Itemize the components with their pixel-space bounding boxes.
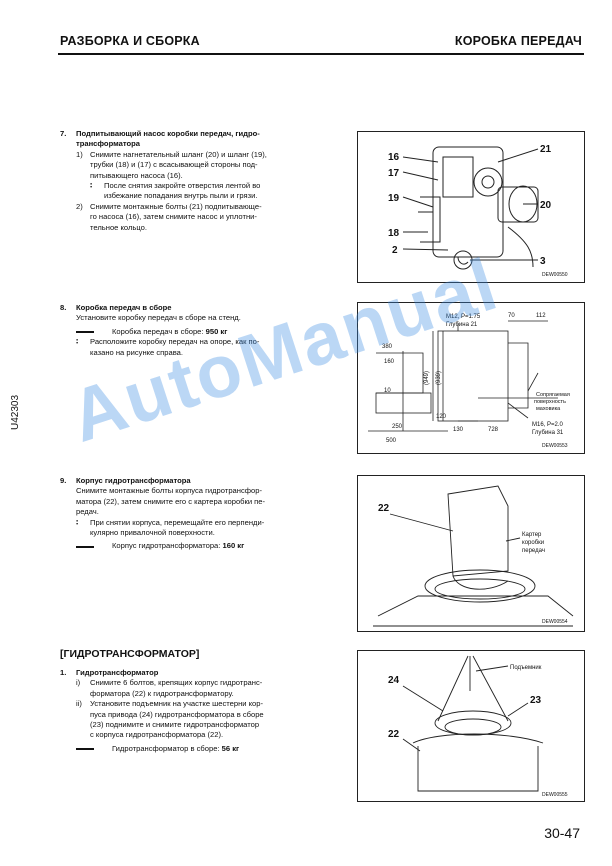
step-title: Коробка передач в сборе	[76, 303, 172, 312]
step-8: 8.Коробка передач в сборе Установите кор…	[60, 303, 312, 358]
weight-spec: Гидротрансформатор в сборе: 56 кг	[60, 744, 312, 754]
svg-text:Сопрягаемая: Сопрягаемая	[536, 392, 570, 398]
page-number: 30-47	[544, 825, 580, 841]
callout-3: 3	[540, 256, 546, 267]
figure-converter-lift: Подъемник 24 23 22 DEW00555	[357, 650, 585, 802]
svg-text:380: 380	[382, 344, 393, 350]
svg-text:Глубина 31: Глубина 31	[532, 430, 564, 436]
hoist-label: Подъемник	[510, 665, 542, 671]
section-heading: [ГИДРОТРАНСФОРМАТОР]	[60, 648, 200, 660]
svg-text:70: 70	[508, 313, 515, 319]
svg-text:500: 500	[386, 438, 397, 444]
side-code: U42303	[10, 394, 21, 430]
svg-text:поверхность: поверхность	[534, 399, 566, 405]
callout-21: 21	[540, 144, 552, 155]
svg-text:130: 130	[453, 427, 464, 433]
note: ∶ При снятии корпуса, перемещайте его пе…	[76, 517, 265, 538]
svg-text:M12, P=1.75: M12, P=1.75	[446, 314, 481, 320]
step-title-cont: трансформатора	[76, 139, 140, 149]
svg-text:(939): (939)	[436, 371, 442, 385]
weight-icon	[76, 543, 112, 551]
callout-22: 22	[378, 503, 390, 514]
svg-text:10: 10	[384, 388, 391, 394]
svg-text:коробки: коробки	[522, 540, 544, 546]
figure-code: DEW00554	[542, 619, 568, 625]
step-title: Гидротрансформатор	[76, 668, 159, 677]
figure-converter-case: 22 Картер коробки передач DEW00554	[357, 475, 585, 632]
callout-16: 16	[388, 152, 400, 163]
callout-2: 2	[392, 245, 398, 256]
figure-code: DEW00550	[542, 272, 568, 278]
svg-text:728: 728	[488, 427, 499, 433]
step-7: 7. Подпитывающий насос коробки передач, г…	[60, 129, 312, 233]
svg-text:Картер: Картер	[522, 532, 542, 538]
weight-icon	[76, 328, 112, 336]
weight-icon	[76, 745, 112, 753]
step-number: 7.	[60, 129, 67, 138]
svg-text:250: 250	[392, 424, 403, 430]
figure-transmission-stand: M12, P=1.75 Глубина 21 70 112 380 160 (9…	[357, 302, 585, 454]
callout-18: 18	[388, 228, 400, 239]
lift-illustration: Подъемник 24 23 22 DEW00555	[388, 655, 568, 798]
substep-1: 1) Снимите нагнетательный шланг (20) и ш…	[76, 149, 267, 180]
svg-text:M16, P=2.0: M16, P=2.0	[532, 422, 564, 428]
svg-text:Глубина 21: Глубина 21	[446, 322, 478, 328]
figure-charge-pump: 16 17 19 18 2 21 20 3 DEW00550	[357, 131, 585, 283]
substep-i: i) Снимите 6 болтов, крепящих корпус гид…	[76, 678, 263, 698]
header-chapter-title: КОРОБКА ПЕРЕДАЧ	[454, 34, 582, 48]
callout-20: 20	[540, 200, 552, 211]
pump-illustration: 16 17 19 18 2 21 20 3 DEW00550	[388, 144, 568, 278]
callout-22: 22	[388, 729, 400, 740]
svg-text:(949): (949)	[424, 371, 430, 385]
header-rule	[58, 53, 584, 55]
step-title: Подпитывающий насос коробки передач, гид…	[76, 129, 260, 138]
svg-text:передач: передач	[522, 548, 545, 554]
weight-spec: Корпус гидротрансформатора: 160 кг	[60, 541, 312, 551]
figure-code: DEW00555	[542, 792, 568, 798]
callout-19: 19	[388, 193, 400, 204]
step-title: Корпус гидротрансформатора	[76, 476, 191, 485]
svg-text:маховика: маховика	[536, 406, 561, 412]
svg-text:112: 112	[536, 313, 546, 319]
case-removal-illustration: 22 Картер коробки передач DEW00554	[373, 485, 574, 627]
substep-ii: ii) Установите подъемник на участке шест…	[76, 699, 264, 740]
svg-text:120: 120	[436, 414, 447, 420]
step-text: Установите коробку передач в сборе на ст…	[76, 313, 241, 323]
substep-2: 2) Снимите монтажные болты (21) подпитыв…	[76, 201, 262, 232]
stand-dimension-drawing: M12, P=1.75 Глубина 21 70 112 380 160 (9…	[368, 313, 570, 449]
header-section-title: РАЗБОРКА И СБОРКА	[60, 34, 200, 48]
weight-spec: Коробка передач в сборе: 950 кг	[60, 327, 312, 337]
note: ∶ После снятия закройте отверстия лентой…	[90, 181, 261, 201]
callout-23: 23	[530, 695, 542, 706]
callout-24: 24	[388, 675, 400, 686]
note: ∶ Расположите коробку передач на опоре, …	[76, 337, 260, 357]
svg-text:160: 160	[384, 359, 395, 365]
callout-17: 17	[388, 168, 400, 179]
torque-step-1: 1.Гидротрансформатор i) Снимите 6 болтов…	[60, 668, 312, 754]
figure-code: DEW00553	[542, 443, 568, 449]
step-9: 9.Корпус гидротрансформатора Снимите мон…	[60, 476, 312, 552]
